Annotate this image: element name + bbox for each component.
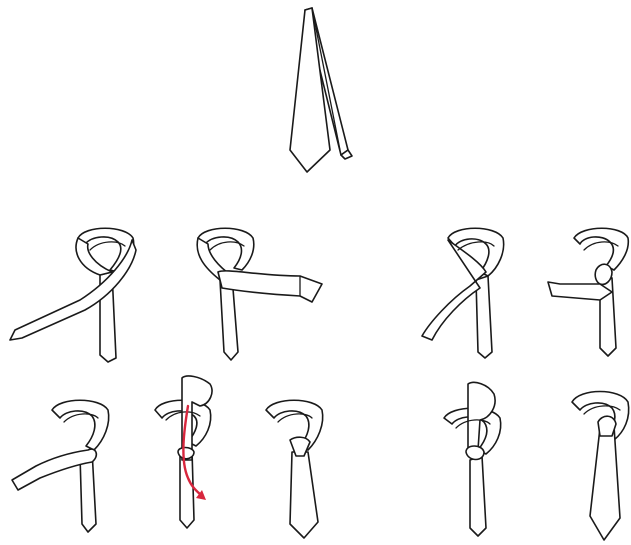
- step-5-wide-end-around: [12, 400, 109, 532]
- step-2-wide-end-across: [197, 228, 322, 360]
- step-8-pull-through: [444, 382, 501, 536]
- step-4-wide-end-over: [548, 228, 628, 356]
- step-3-wide-end-behind: [422, 228, 504, 358]
- step-6-through-loop: [155, 376, 212, 528]
- step-1-tie-crossed: [10, 228, 136, 362]
- step-0-plain-tie: [290, 8, 352, 172]
- step-9-finished-knot: [572, 392, 629, 541]
- step-7-tighten: [266, 400, 323, 538]
